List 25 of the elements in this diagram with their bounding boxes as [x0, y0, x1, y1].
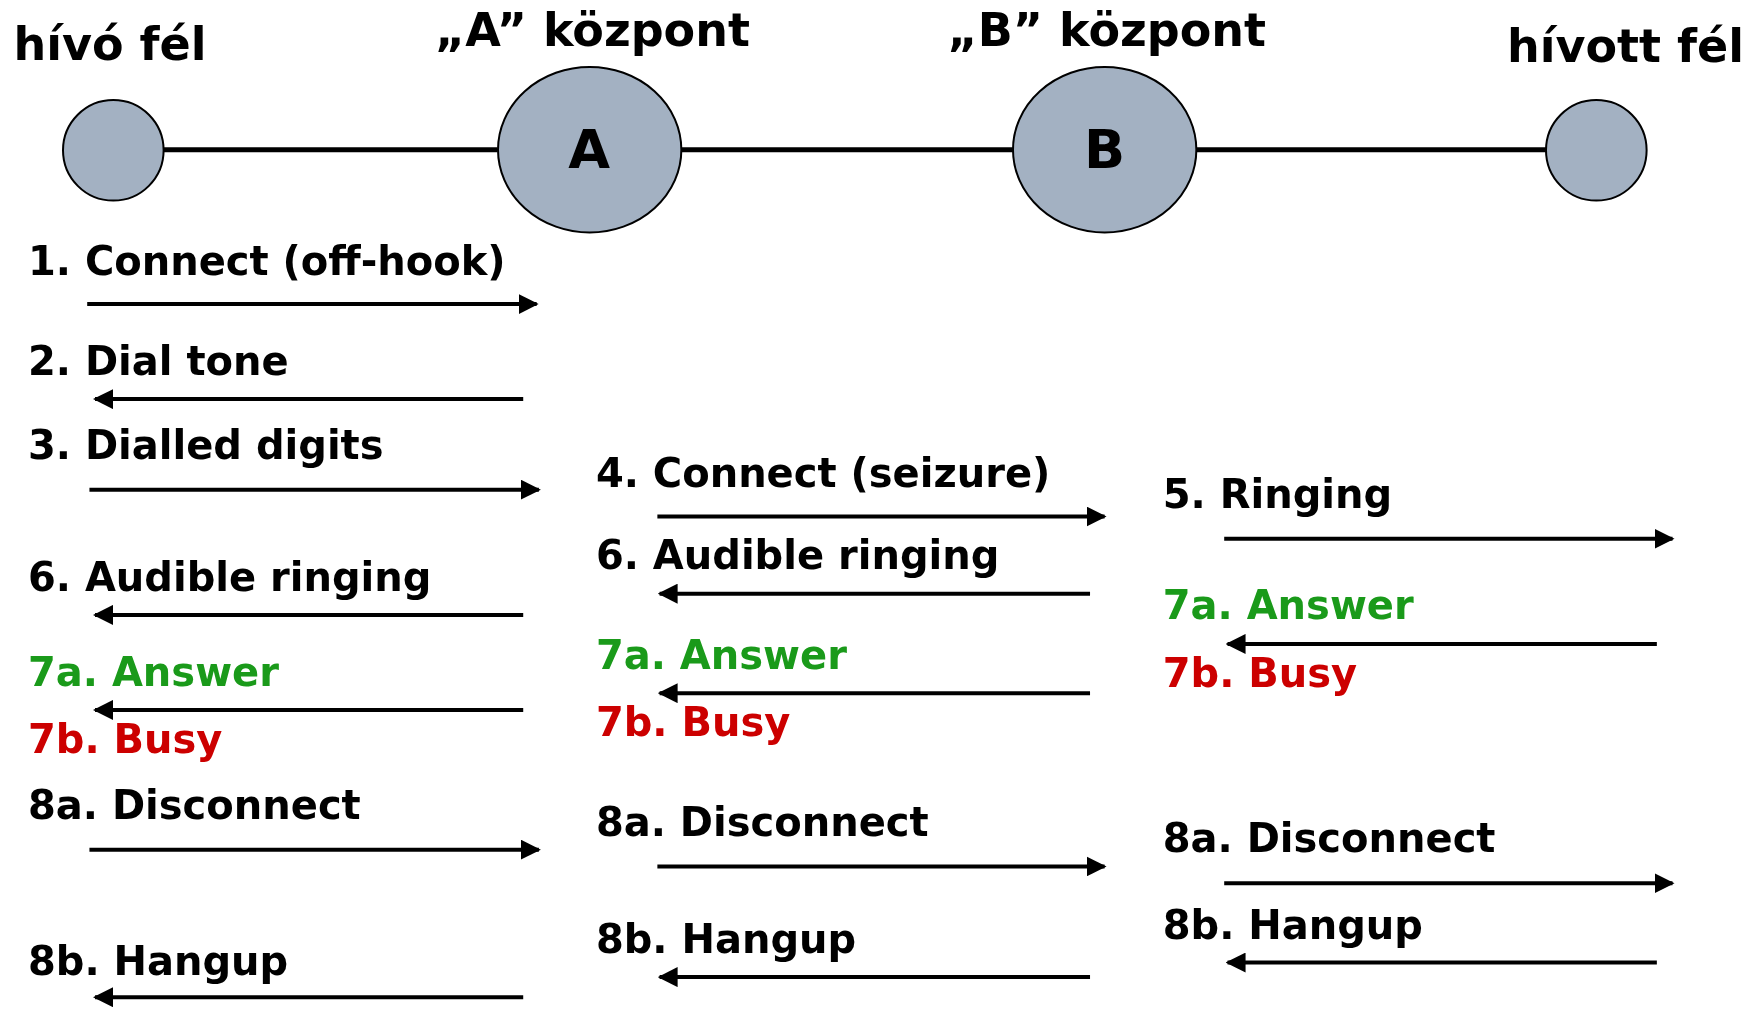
node-title: hívó fél: [13, 20, 207, 67]
node-letter: B: [1084, 122, 1126, 177]
node-title: hívott fél: [1506, 22, 1745, 69]
message-label: 8a. Disconnect: [27, 785, 361, 826]
connector-line: [680, 147, 1013, 153]
connector-line: [163, 147, 498, 153]
message-label: 7a. Answer: [1162, 585, 1414, 626]
message-label: 5. Ringing: [1162, 474, 1393, 515]
message-label: 7b. Busy: [1162, 653, 1358, 694]
message-label: 7b. Busy: [27, 719, 223, 760]
message-label: 8a. Disconnect: [1162, 817, 1496, 858]
message-label: 8a. Disconnect: [595, 801, 929, 842]
message-label: 4. Connect (seizure): [595, 453, 1051, 494]
connector-line: [1196, 147, 1547, 153]
message-label: 8b. Hangup: [595, 919, 857, 960]
message-label: 6. Audible ringing: [27, 557, 432, 598]
message-label: 7b. Busy: [595, 702, 791, 743]
node-title: „B” központ: [947, 7, 1267, 54]
message-label: 3. Dialled digits: [27, 425, 384, 466]
message-label: 1. Connect (off-hook): [27, 240, 506, 281]
node-title: „A” központ: [435, 7, 750, 54]
message-label: 7a. Answer: [595, 635, 847, 676]
node-letter: A: [568, 122, 611, 177]
message-label: 7a. Answer: [27, 652, 279, 693]
message-label: 2. Dial tone: [27, 341, 289, 382]
